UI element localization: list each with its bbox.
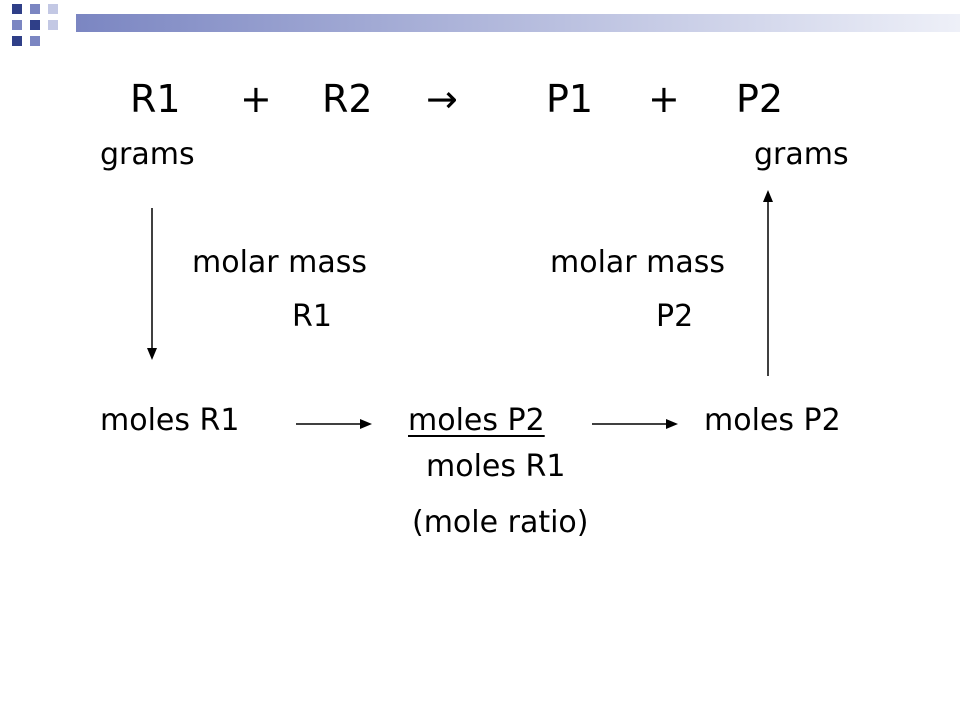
molar-mass-label-right: molar mass [550,245,726,280]
header-gradient-bar [76,14,960,32]
arrow-ratio-to-moles [592,419,678,429]
product-p2: P2 [736,77,784,121]
decor-square [30,20,40,30]
moles-r1-label: moles R1 [100,403,240,438]
product-p1: P1 [546,77,594,121]
reaction-arrow: → [426,77,458,121]
decor-square [30,36,40,46]
mole-ratio-caption: (mole ratio) [412,505,589,540]
mole-ratio-denominator: moles R1 [426,449,566,484]
arrow-moles-to-ratio [296,419,372,429]
plus-sign: + [240,77,272,121]
mole-ratio-numerator: moles P2 [408,403,545,438]
decor-square [48,4,58,14]
reactant-r2: R2 [322,77,373,121]
decor-square [12,4,22,14]
plus-sign: + [648,77,680,121]
molar-mass-species-r1: R1 [292,299,332,334]
decor-square [48,20,58,30]
decor-square [12,36,22,46]
reactant-r1: R1 [130,77,181,121]
molar-mass-species-p2: P2 [656,299,694,334]
arrow-moles-to-grams [763,190,773,376]
molar-mass-label-left: molar mass [192,245,368,280]
grams-label-right: grams [754,137,849,172]
decor-square [30,4,40,14]
decor-square [12,20,22,30]
arrow-grams-to-moles [147,208,157,360]
grams-label-left: grams [100,137,195,172]
moles-p2-label: moles P2 [704,403,841,438]
